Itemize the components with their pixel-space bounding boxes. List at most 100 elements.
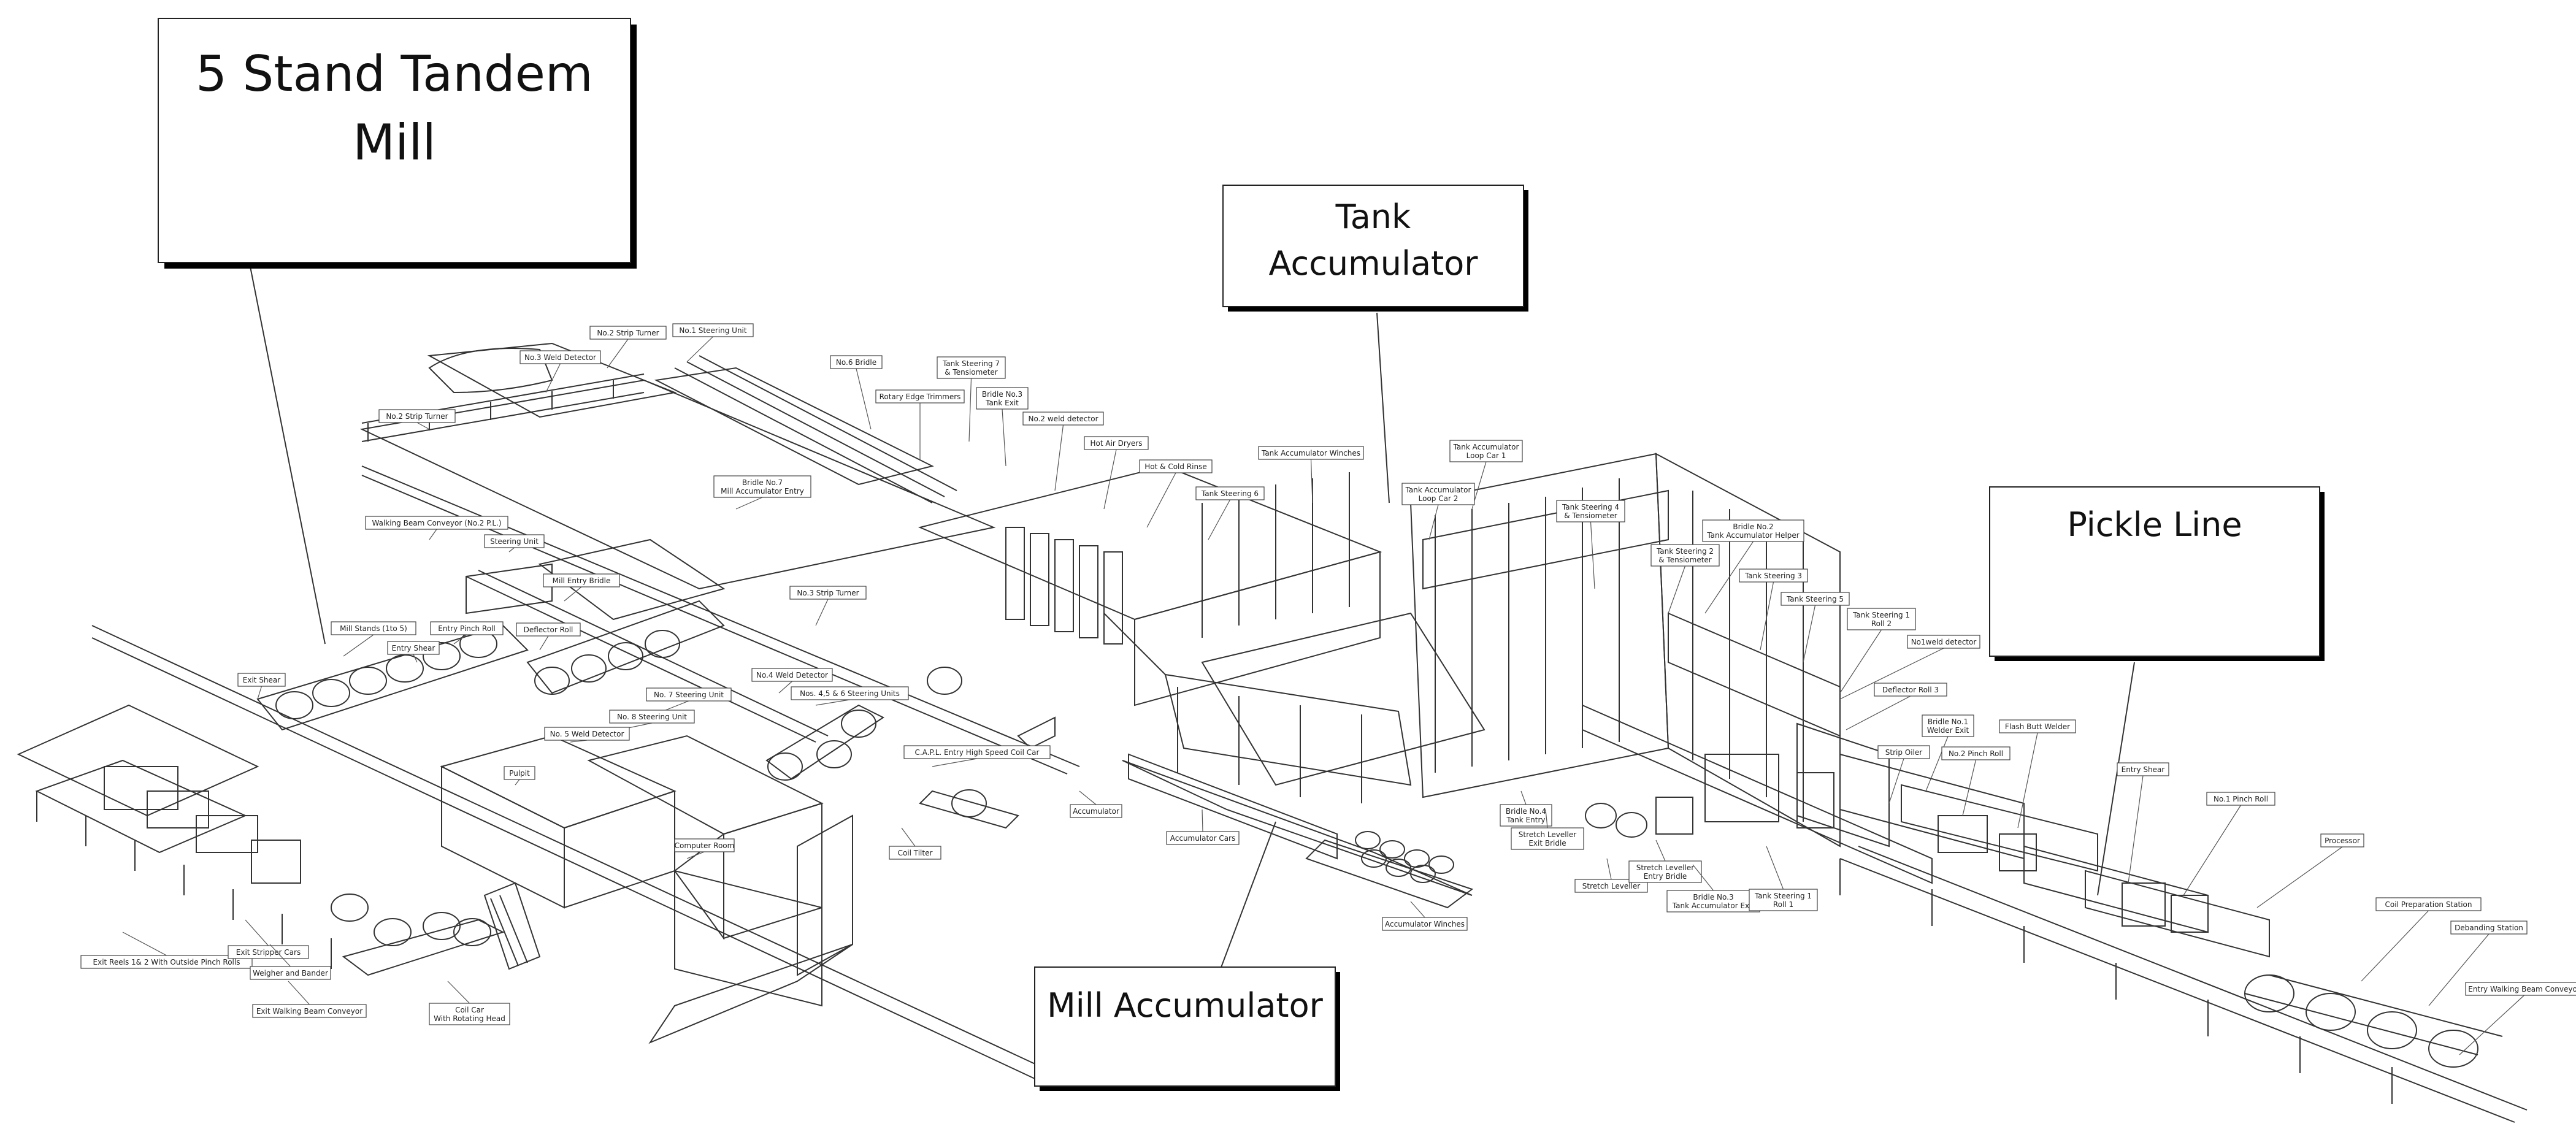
label-leader-line	[1428, 504, 1439, 540]
label-text: Mill Entry Bridle	[553, 576, 611, 585]
label-box	[484, 534, 545, 548]
label-deflector-roll: Deflector Roll	[516, 622, 581, 651]
label-leader-line	[1925, 736, 1949, 792]
label-text: & Tensiometer	[945, 368, 998, 377]
label-leader-line	[416, 422, 430, 430]
label-text: Stretch Leveller	[1582, 882, 1640, 890]
label-box	[237, 673, 286, 687]
label-box	[516, 622, 581, 637]
label-box	[976, 387, 1029, 410]
label-accumulator-winches: Accumulator Winches	[1382, 901, 1468, 931]
label-text: Tank Accumulator	[1405, 486, 1471, 494]
label-text: Strip Oiler	[1885, 748, 1923, 757]
label-text: Exit Bridle	[1528, 839, 1566, 848]
label-leader-line	[1079, 790, 1097, 805]
label-box	[830, 355, 883, 369]
label-box	[791, 686, 909, 700]
label-computer-room: Computer Room	[674, 838, 735, 859]
label-coil-preparation-station: Coil Preparation Station	[2361, 897, 2482, 982]
label-box	[378, 409, 456, 423]
label-text: & Tensiometer	[1564, 511, 1617, 520]
label-text: Tank Steering 1	[1852, 611, 1910, 619]
label-exit-stripper-cars: Exit Stripper Cars	[228, 919, 309, 959]
label-no3-weld-detector: No.3 Weld Detector	[519, 350, 601, 393]
label-leader-line	[1668, 565, 1686, 614]
label-leader-line	[932, 758, 978, 767]
label-box	[430, 621, 504, 635]
label-no1-weld-detector: No1weld detector	[1839, 635, 1980, 700]
label-text: Tank Exit	[985, 399, 1019, 407]
label-text: Weigher and Bander	[253, 969, 328, 978]
label-box	[1702, 519, 1804, 542]
label-box	[2450, 920, 2528, 935]
label-box	[2375, 897, 2482, 911]
label-pulpit: Pulpit	[504, 766, 535, 786]
label-leader-line	[778, 681, 792, 694]
callout-box	[1989, 486, 2320, 657]
label-text: Loop Car 1	[1466, 451, 1506, 460]
label-leader-line	[1888, 758, 1904, 804]
label-box	[1382, 917, 1468, 931]
callout-box	[158, 18, 631, 263]
label-leader-line	[815, 699, 850, 706]
label-leader-line	[2428, 933, 2490, 1006]
label-text: Flash Butt Welder	[2005, 722, 2070, 731]
label-text: Entry Shear	[2122, 765, 2165, 774]
label-leader-line	[1839, 629, 1882, 694]
label-no2-strip-turner: No.2 Strip Turner	[378, 409, 456, 430]
callout-box	[1034, 966, 1336, 1087]
label-text: Accumulator Winches	[1385, 920, 1465, 928]
label-box	[1781, 592, 1850, 606]
label-tank-steering-6: Tank Steering 6	[1195, 486, 1265, 540]
label-text: Debanding Station	[2455, 924, 2523, 932]
label-box	[589, 326, 667, 340]
label-leader-line	[288, 981, 310, 1005]
label-leader-line	[343, 634, 374, 657]
label-leader-line	[1310, 459, 1313, 503]
label-leader-line	[1002, 408, 1006, 467]
label-capl-entry-high-speed-coil-car: C.A.P.L. Entry High Speed Coil Car	[903, 745, 1051, 767]
label-box	[1258, 446, 1364, 460]
label-box	[543, 573, 620, 587]
label-box	[889, 846, 941, 860]
label-tank-steering-2: Tank Steering 2& Tensiometer	[1650, 544, 1720, 614]
label-no6-bridle: No.6 Bridle	[830, 355, 883, 430]
label-box	[1139, 459, 1213, 473]
label-box	[937, 356, 1006, 379]
callout-title-line-2: Accumulator	[1269, 244, 1479, 283]
label-text: Tank Steering 5	[1786, 595, 1844, 603]
label-text: Tank Steering 7	[942, 359, 1000, 368]
label-box	[751, 668, 833, 682]
label-no8-steering-unit: No. 8 Steering Unit	[609, 710, 695, 730]
label-tank-accumulator-winches: Tank Accumulator Winches	[1258, 446, 1364, 503]
label-tank-steering-7: Tank Steering 7& Tensiometer	[937, 356, 1006, 442]
label-no2-weld-detector: No.2 weld detector	[1022, 411, 1104, 491]
label-box	[1166, 831, 1240, 845]
label-entry-shear-mill: Entry Shear	[387, 641, 440, 663]
label-leader-line	[2128, 775, 2144, 884]
label-leader-line	[1606, 858, 1612, 880]
label-text: No.1 Steering Unit	[679, 326, 746, 335]
label-box	[504, 766, 535, 780]
label-text: Hot Air Dryers	[1090, 439, 1142, 448]
label-box	[672, 323, 754, 337]
label-text: C.A.P.L. Entry High Speed Coil Car	[915, 748, 1040, 757]
label-text: Stretch Leveller	[1636, 863, 1694, 872]
label-box	[903, 745, 1051, 759]
label-no1-steering-unit: No.1 Steering Unit	[672, 323, 754, 362]
label-leader-line	[735, 497, 763, 510]
label-deflector-roll-3: Deflector Roll 3	[1846, 683, 1947, 730]
label-text: No.2 Strip Turner	[597, 329, 659, 337]
label-text: Tank Steering 6	[1201, 489, 1259, 498]
label-leader-line	[539, 635, 549, 651]
